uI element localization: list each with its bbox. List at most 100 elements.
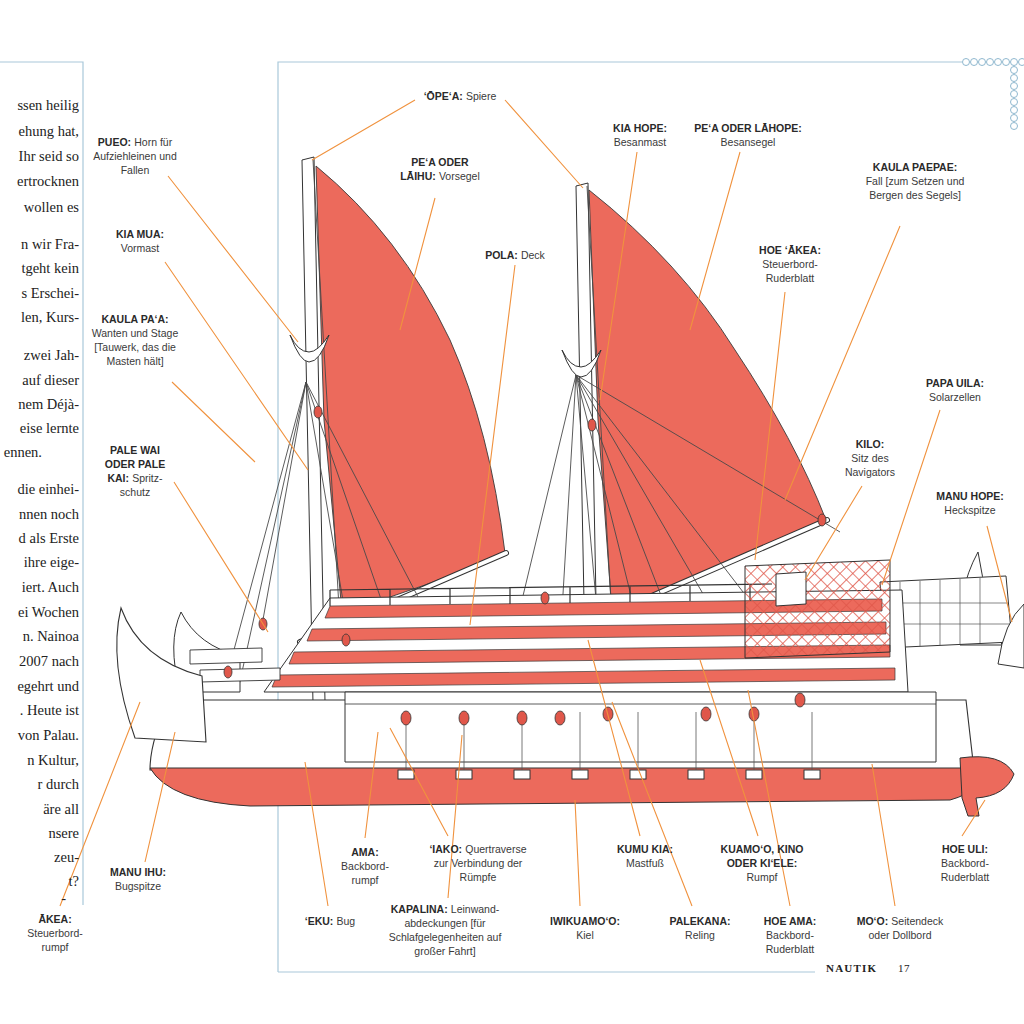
part-callout: HOE ʻĀKEA:Steuerbord-Ruderblatt — [754, 243, 826, 285]
part-description: Backbord-Ruderblatt — [941, 857, 989, 883]
body-text-line: n Kultur, — [27, 751, 79, 769]
body-text-line: ertrocknen — [17, 172, 79, 190]
body-text-line: ssen heilig — [17, 96, 79, 114]
mast-horn — [562, 350, 601, 377]
crossbeam-end — [804, 770, 820, 779]
part-callout: KILO:Sitz des Navigators — [835, 437, 905, 479]
part-description: Rumpf — [747, 871, 778, 883]
body-text-line: 2007 nach — [19, 652, 79, 670]
part-callout: POLA:Deck — [465, 248, 565, 262]
chain-link — [1011, 83, 1018, 90]
cleat — [517, 711, 527, 725]
part-name: IWIKUAMOʻO: — [540, 914, 630, 928]
chain-link — [971, 59, 978, 66]
part-description: Spiere — [466, 90, 496, 102]
part-description: Bug — [337, 915, 356, 927]
part-name: ĀKEA: — [19, 912, 91, 926]
section-name: NAUTIK — [826, 961, 877, 975]
body-text-line: nnen noch — [19, 505, 79, 523]
cleat — [541, 592, 549, 604]
part-name: ʻŌPEʻA: — [424, 90, 463, 102]
body-text-line: tgeht kein — [21, 259, 79, 277]
body-text-line: ennen. — [4, 443, 42, 461]
part-callout: ĀKEA:Steuerbord-rumpf — [19, 912, 91, 954]
side-panel — [345, 692, 936, 762]
chain-link — [987, 59, 994, 66]
part-callout: KAULA PAʻA:Wanten und Stage [Tauwerk, da… — [88, 312, 182, 368]
fore-sail — [316, 166, 505, 612]
part-name: PUEO: — [98, 136, 131, 148]
deck-railing — [330, 584, 772, 606]
part-callout: KIA HOPE:Besanmast — [595, 121, 685, 149]
part-name: ʻEKU: — [305, 915, 334, 927]
part-description: Wanten und Stage [Tauwerk, das die Maste… — [92, 327, 179, 367]
chain-link — [995, 59, 1002, 66]
part-callout: PEʻA ODER LĀIHU:Vorsegel — [390, 155, 490, 183]
chain-link — [1011, 67, 1018, 74]
part-description: Mastfuß — [626, 857, 664, 869]
part-description: Backbord-Ruderblatt — [766, 929, 814, 955]
chain-link — [1011, 75, 1018, 82]
part-name: PALEKANA: — [660, 914, 740, 928]
chain-link — [1011, 59, 1018, 66]
part-callout: MOʻO:Seitendeck oder Dollbord — [850, 914, 950, 942]
part-callout: PEʻA ODER LĀHOPE:Besansegel — [678, 121, 818, 149]
navigator-seat — [776, 572, 806, 606]
stern-horn-front — [998, 604, 1024, 668]
part-name: HOE ʻĀKEA: — [754, 243, 826, 257]
body-text-line: ei Wochen — [18, 603, 79, 621]
part-name: KIA MUA: — [100, 227, 180, 241]
chain-link — [979, 59, 986, 66]
cleat — [459, 711, 469, 725]
body-text-line: eise lernte — [20, 419, 79, 437]
part-callout: PUEO:Horn für Aufziehleinen und Fallen — [89, 135, 181, 177]
part-callout: KAPALINA:Leinwand-abdeckungen [für Schla… — [384, 902, 506, 958]
part-name: HOE ULI: — [929, 842, 1001, 856]
part-callout: KUMU KIA:Mastfuß — [605, 842, 685, 870]
part-description: Vorsegel — [439, 170, 480, 182]
part-callout: MANU HOPE:Heckspitze — [925, 489, 1015, 517]
cleat — [701, 707, 711, 721]
part-name: MOʻO: — [857, 915, 889, 927]
part-name: KIA HOPE: — [595, 121, 685, 135]
body-text-line: von Palau. — [18, 726, 79, 744]
chain-link — [1003, 59, 1010, 66]
body-text-line: s Erschei- — [21, 284, 79, 302]
part-name: PEʻA ODER LĀHOPE: — [678, 121, 818, 135]
part-description: Fall [zum Setzen und Bergen des Segels] — [866, 175, 965, 201]
body-text-line: n. Nainoa — [23, 627, 79, 645]
part-callout: ʻEKU:Bug — [290, 914, 370, 928]
body-text-line: die einhei- — [17, 480, 79, 498]
part-callout: MANU IHU:Bugspitze — [98, 865, 178, 893]
part-callout: PALEKANA:Reling — [660, 914, 740, 942]
part-name: KUMU KIA: — [605, 842, 685, 856]
body-text-line: d als Erste — [19, 529, 79, 547]
cleat — [314, 406, 322, 418]
chain-link — [1019, 59, 1024, 66]
body-text-line: nem Déjà- — [18, 395, 79, 413]
part-description: Steuerbord-Ruderblatt — [762, 258, 817, 284]
aft-sail — [589, 190, 826, 612]
part-callout: KUAMOʻO, KINO ODER KIʻELE:Rumpf — [712, 842, 812, 884]
body-text-line: n wir Fra- — [21, 235, 79, 253]
body-text-line: zeu- — [54, 848, 79, 866]
part-name: AMA: — [334, 845, 396, 859]
page-number: 17 — [898, 961, 910, 975]
crossbeam-ends — [398, 770, 820, 779]
part-description: Bugspitze — [115, 880, 161, 892]
crossbeam-end — [688, 770, 704, 779]
chain-link — [1011, 91, 1018, 98]
cleat — [342, 634, 350, 646]
body-text-line: ehung hat, — [19, 122, 79, 140]
body-text-line: len, Kurs- — [21, 308, 79, 326]
body-text-line: äre all — [43, 800, 79, 818]
part-name: MANU HOPE: — [925, 489, 1015, 503]
body-text-line: Ihr seid so — [19, 147, 79, 165]
part-description: Besansegel — [721, 136, 776, 148]
cleat — [555, 711, 565, 725]
part-name: KAPALINA: — [391, 903, 448, 915]
part-description: Vormast — [121, 242, 160, 254]
bow-benches — [190, 648, 280, 682]
body-text-line: - — [61, 889, 66, 907]
